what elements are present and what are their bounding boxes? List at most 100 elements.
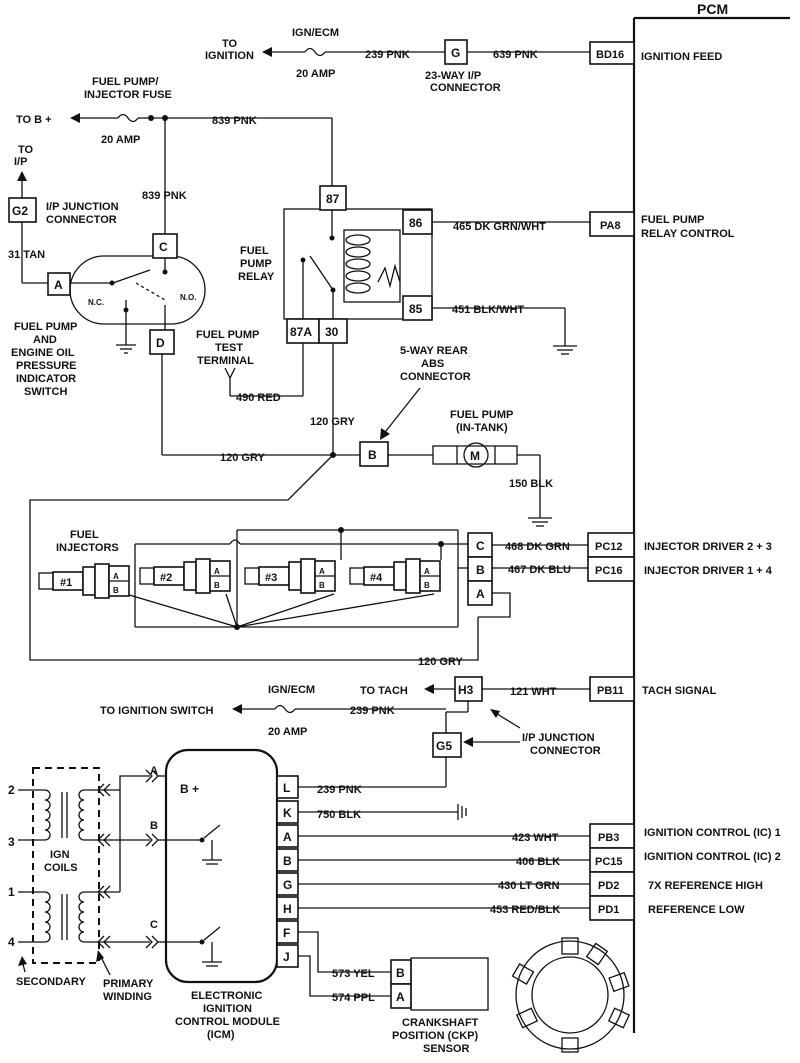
injector-1: #1 A B [38,563,130,599]
relay-label-2: PUMP [240,258,272,270]
wire-453-red-blk: 453 RED/BLK [490,904,560,916]
fuse-20amp-label: 20 AMP [296,68,335,80]
connector-g5-label: G5 [436,739,452,753]
injectors-label-2: INJECTORS [56,542,119,554]
fuel-pump-body-left [432,445,458,465]
wire-573-yel: 573 YEL [332,968,375,980]
connector-g-label: G [451,46,460,60]
ckp-sensor [410,957,489,1011]
pcm-pin-bd16 [589,41,635,65]
relay-label-3: RELAY [238,271,275,283]
switch-label-5: INDICATOR [16,373,76,385]
pcm-label-injector-1-4: INJECTOR DRIVER 1 + 4 [644,565,773,577]
fuse-ign-ecm-label: IGN/ECM [292,27,339,39]
pcm-pin-pb11 [589,676,635,702]
svg-text:G: G [283,878,292,892]
secondary-label: SECONDARY [16,976,87,988]
connector-g2-label: G2 [12,204,28,218]
wire-839-pnk-2: 839 PNK [142,190,187,202]
relay-coil [343,229,401,303]
wire-490-red: 490 RED [236,392,281,404]
fuel-pump-fuse-title-2: INJECTOR FUSE [84,89,172,101]
svg-text:F: F [283,926,290,940]
ckp-label-3: SENSOR [423,1043,470,1055]
wire-451-blk-wht: 451 BLK/WHT [452,304,524,316]
ckp-pin-a-label: A [396,990,405,1004]
switch-pin-d [149,329,175,355]
fuel-pump-fuse-title: FUEL PUMP/ [92,76,158,88]
reluctor-wheel-icon [511,937,631,1053]
svg-text:A: A [214,567,220,576]
relay-pin-30-label: 30 [325,325,339,339]
wire-239-pnk-icm: 239 PNK [317,784,362,796]
ckp-label-2: POSITION (CKP) [392,1030,479,1042]
wire-121-wht: 121 WHT [510,686,557,698]
relay-pin-87a-label: 87A [290,325,312,339]
pcm-pin-pa8-label: PA8 [600,220,621,232]
pcm-pin-pb11-label: PB11 [597,685,624,697]
relay-pin-85-label: 85 [409,302,423,316]
icm-label-2: IGNITION [203,1003,252,1015]
injector-4-label: #4 [370,572,383,584]
svg-text:A: A [283,830,292,844]
pcm-pin-pd1-label: PD1 [598,904,619,916]
coil-terminal-1: 1 [8,885,15,899]
icm-label-3: CONTROL MODULE [175,1016,280,1028]
coil-terminal-4: 4 [8,935,15,949]
fuel-pump-label: FUEL PUMP [450,409,513,421]
pcm-pin-pd1 [589,895,635,921]
pcm-label-7x-ref-high: 7X REFERENCE HIGH [648,880,763,892]
connector-g5 [432,732,462,758]
svg-text:L: L [283,781,290,795]
test-terminal-label-3: TERMINAL [197,355,254,367]
svg-text:J: J [283,950,290,964]
injector-connector-b [467,556,493,582]
wire-150-blk: 150 BLK [509,478,553,490]
pcm-title: PCM [697,1,728,17]
pcm-pin-pa8 [589,211,635,237]
svg-text:B: B [476,563,485,577]
fuel-pump-fuse-amp: 20 AMP [101,134,140,146]
to-b-plus-label: TO B + [16,114,52,126]
ip-connector-label-2: CONNECTOR [430,82,501,94]
pcm-pin-pc12-label: PC12 [595,541,623,553]
coil-terminal-2: 2 [8,783,15,797]
relay-pin-87-label: 87 [326,192,340,206]
pcm-label-ic2: IGNITION CONTROL (IC) 2 [644,851,781,863]
icm-label: ELECTRONIC [191,990,263,1002]
wire-120-gry-bottom: 120 GRY [418,656,464,668]
fuse-ign-ecm-lower [274,704,296,714]
oil-pressure-switch [69,255,206,325]
icm-pin-l [276,775,299,799]
switch-label-3: ENGINE OIL [11,347,75,359]
injector-connector-c [467,532,493,558]
to-ignition-label-2: IGNITION [205,50,254,62]
wire-839-pnk: 839 PNK [212,115,257,127]
svg-text:K: K [283,806,292,820]
pcm-pin-pb3-label: PB3 [598,832,619,844]
switch-label-2: AND [33,334,57,346]
wire-406-blk: 406 BLK [516,856,560,868]
icm-input-c: C [150,919,158,931]
wire-639-pnk: 639 PNK [493,49,538,61]
fuel-pump-label-2: (IN-TANK) [456,422,508,434]
ckp-pin-b-label: B [396,966,405,980]
wire-430-lt-grn: 430 LT GRN [498,880,560,892]
wire-467-dk-blu: 467 DK BLU [508,564,571,576]
injector-1-label: #1 [60,577,72,589]
ip-junction-connector-label: I/P JUNCTION [522,732,595,744]
wire-239-pnk: 239 PNK [365,49,410,61]
abs-connector-label-3: CONNECTOR [400,371,471,383]
wire-574-ppl: 574 PPL [332,992,375,1004]
ign-ecm-fuse-amp: 20 AMP [268,726,307,738]
ign-coils-label: IGN [50,849,70,861]
switch-label: FUEL PUMP [14,321,77,333]
pcm-pin-pc16-label: PC16 [595,565,623,577]
switch-label-4: PRESSURE [16,360,77,372]
svg-text:B: B [283,854,292,868]
injector-2: #2 A B [139,558,231,594]
coil-connector-chevrons [97,769,159,949]
icm-label-4: (ICM) [207,1029,235,1041]
primary-winding-label-2: WINDING [103,991,152,1003]
